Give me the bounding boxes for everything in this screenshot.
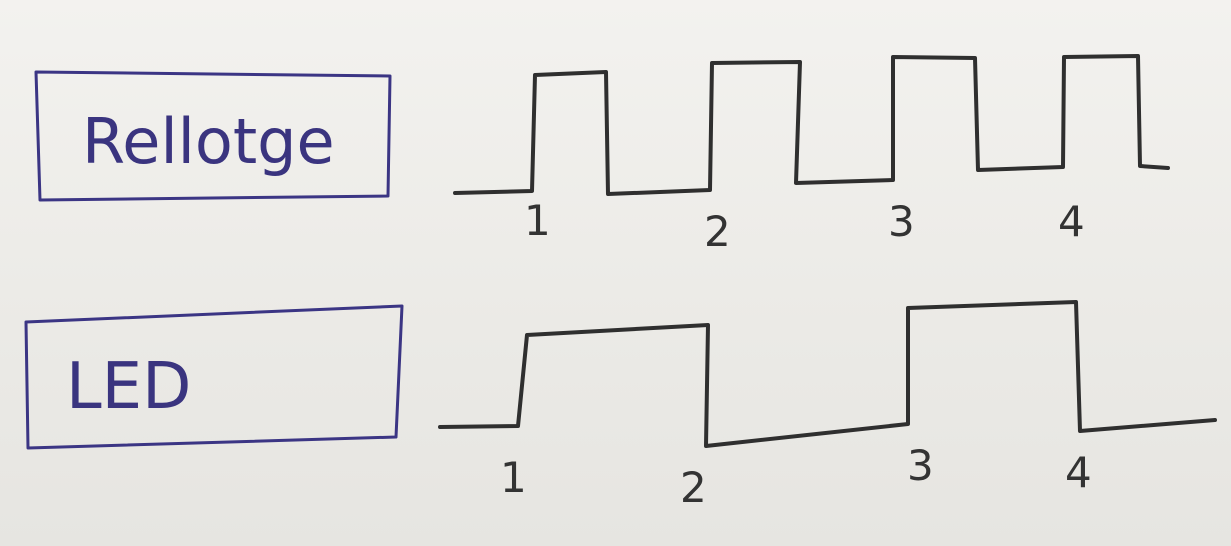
led-label-box — [24, 304, 404, 450]
led-tick-3: 3 — [907, 441, 934, 490]
led-tick-1: 1 — [500, 453, 527, 502]
clock-label: Rellotge — [82, 105, 335, 178]
led-tick-2: 2 — [680, 463, 707, 512]
led-label: LED — [66, 350, 191, 424]
clock-tick-3: 3 — [888, 197, 915, 246]
clock-tick-1: 1 — [524, 196, 551, 245]
clock-label-box — [34, 70, 392, 202]
led-waveform — [438, 300, 1217, 448]
led-tick-4: 4 — [1065, 448, 1092, 497]
clock-waveform — [453, 54, 1170, 196]
clock-tick-2: 2 — [704, 207, 731, 256]
clock-tick-4: 4 — [1058, 197, 1085, 246]
